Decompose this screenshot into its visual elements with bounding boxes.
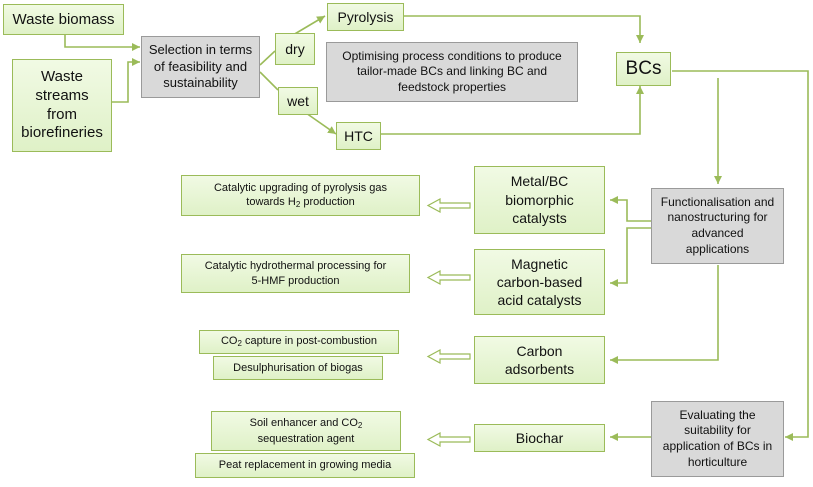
hollow-arrow-biochar	[426, 431, 471, 448]
selection-box: Selection in terms of feasibility and su…	[141, 36, 260, 98]
hollow-arrow-metal	[426, 197, 471, 214]
metal-bc-box: Metal/BC biomorphic catalysts	[474, 166, 605, 234]
arrow-selection-to-dry	[259, 50, 276, 66]
desulphurisation-box: Desulphurisation of biogas	[213, 356, 383, 380]
co2-capture-box: CO2 capture in post-combustion	[199, 330, 399, 354]
peat-replacement-box: Peat replacement in growing media	[195, 453, 415, 478]
dry-label: dry	[275, 33, 315, 65]
arrow-functionalisation-to-magnetic	[610, 227, 651, 287]
bcs-box: BCs	[616, 52, 671, 86]
arrow-functionalisation-to-metal	[610, 196, 651, 222]
magnetic-box: Magnetic carbon-based acid catalysts	[474, 249, 605, 315]
hollow-arrow-magnetic	[426, 269, 471, 286]
evaluating-box: Evaluating the suitability for applicati…	[651, 401, 784, 477]
arrow-pyrolysis-to-bcs	[404, 15, 644, 43]
arrow-selection-to-wet	[259, 71, 279, 91]
arrow-htc-to-bcs	[381, 86, 644, 135]
waste-biomass-box: Waste biomass	[3, 4, 124, 35]
wet-label: wet	[278, 87, 318, 115]
soil-enhancer-box: Soil enhancer and CO2 sequestration agen…	[211, 411, 401, 451]
pyrolysis-box: Pyrolysis	[327, 3, 404, 31]
optimising-box: Optimising process conditions to produce…	[326, 42, 578, 102]
htc-box: HTC	[336, 122, 381, 150]
hydrothermal-box: Catalytic hydrothermal processing for 5-…	[181, 254, 410, 293]
arrow-biomass-to-selection	[64, 34, 140, 51]
arrow-streams-to-selection	[112, 58, 140, 103]
carbon-adsorbents-box: Carbon adsorbents	[474, 336, 605, 384]
waste-streams-box: Waste streams from biorefineries	[12, 59, 112, 152]
hollow-arrow-carbon	[426, 348, 471, 365]
arrow-functionalisation-to-carbon	[610, 265, 719, 364]
pyrolysis-gas-box: Catalytic upgrading of pyrolysis gas tow…	[181, 175, 420, 216]
pyrolysis-gas-line1: Catalytic upgrading of pyrolysis gas	[213, 181, 388, 194]
biochar-box: Biochar	[474, 424, 605, 452]
arrow-wet-to-htc	[305, 112, 337, 135]
arrow-bcs-to-evaluating	[672, 70, 809, 441]
pyrolysis-gas-line2: towards H2 production	[246, 195, 355, 209]
arrow-dry-to-pyrolysis	[292, 15, 326, 36]
functionalisation-box: Functionalisation and nanostructuring fo…	[651, 188, 784, 264]
